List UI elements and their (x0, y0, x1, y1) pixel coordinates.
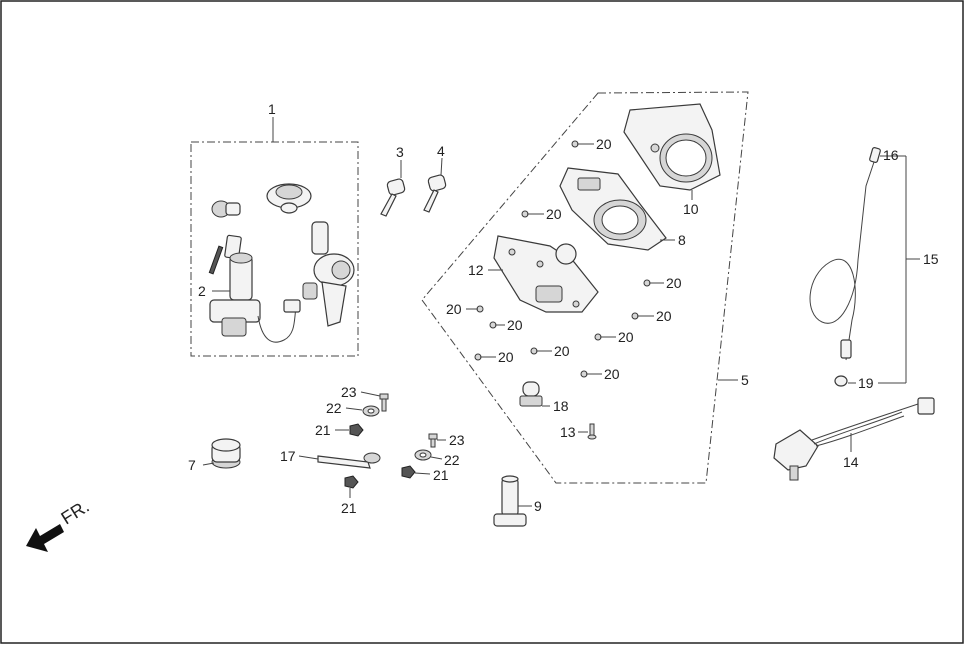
screw-20-f (631, 312, 654, 320)
meter-stud (493, 475, 527, 527)
callout-20-j: 20 (604, 366, 620, 382)
nut-21-b (344, 475, 359, 489)
callout-9: 9 (534, 498, 542, 514)
callout-7: 7 (188, 457, 196, 473)
speed-sensor-harness (773, 397, 935, 481)
meter-case (493, 235, 599, 313)
bolt-23-a (379, 393, 389, 412)
callout-5: 5 (741, 372, 749, 388)
screw-20-c (643, 279, 664, 287)
screw-20-i (474, 353, 496, 361)
callout-19: 19 (858, 375, 874, 391)
callout-12: 12 (468, 262, 484, 278)
washer-22-b (414, 449, 432, 461)
front-direction-label: FR. (58, 496, 93, 528)
speedometer-cable (809, 147, 881, 387)
callout-21-a: 21 (315, 422, 331, 438)
screw-20-h (530, 347, 552, 355)
callout-21-c: 21 (433, 467, 449, 483)
screw-20-a (571, 140, 594, 148)
callout-20-g: 20 (618, 329, 634, 345)
callout-20-b: 20 (546, 206, 562, 222)
meter-stay (317, 452, 381, 469)
callout-20-c: 20 (666, 275, 682, 291)
callout-2: 2 (198, 283, 206, 299)
callout-17: 17 (280, 448, 296, 464)
fuel-cap (266, 183, 312, 214)
screw-20-b (521, 210, 544, 218)
callout-22-b: 22 (444, 452, 460, 468)
front-direction-arrow-icon (26, 524, 64, 552)
callout-20-a: 20 (596, 136, 612, 152)
key-3 (380, 178, 406, 217)
callout-1: 1 (268, 101, 276, 117)
meter-cover (623, 103, 721, 191)
callout-21-b: 21 (341, 500, 357, 516)
grommet (211, 438, 241, 469)
callout-14: 14 (843, 454, 859, 470)
callout-20-e: 20 (507, 317, 523, 333)
callout-23-a: 23 (341, 384, 357, 400)
screw-20-j (580, 370, 602, 378)
screw-20-e (489, 321, 505, 329)
callout-3: 3 (396, 144, 404, 160)
screw-20-d (466, 305, 484, 313)
seat-lock (302, 221, 355, 327)
callout-22-a: 22 (326, 400, 342, 416)
screw-20-g (594, 333, 616, 341)
bulb-socket (519, 381, 543, 407)
callout-20-i: 20 (498, 349, 514, 365)
ignition-switch (208, 234, 301, 343)
nut-21-a (349, 423, 364, 437)
meter-panel (559, 167, 667, 251)
meter-group-box (421, 91, 749, 484)
callout-20-h: 20 (554, 343, 570, 359)
lock-set-group-box (190, 141, 359, 357)
callout-20-f: 20 (656, 308, 672, 324)
washer-22-a (362, 405, 380, 417)
callout-8: 8 (678, 232, 686, 248)
callout-10: 10 (683, 201, 699, 217)
screw-13 (587, 423, 597, 440)
callout-4: 4 (437, 143, 445, 159)
callout-15: 15 (923, 251, 939, 267)
callout-23-b: 23 (449, 432, 465, 448)
callout-16: 16 (883, 147, 899, 163)
callout-18: 18 (553, 398, 569, 414)
nut-21-c (401, 465, 416, 479)
callout-13: 13 (560, 424, 576, 440)
lock-cylinder (211, 200, 241, 218)
key-4 (423, 174, 447, 213)
callout-20-d: 20 (446, 301, 462, 317)
bolt-23-b (428, 433, 438, 448)
